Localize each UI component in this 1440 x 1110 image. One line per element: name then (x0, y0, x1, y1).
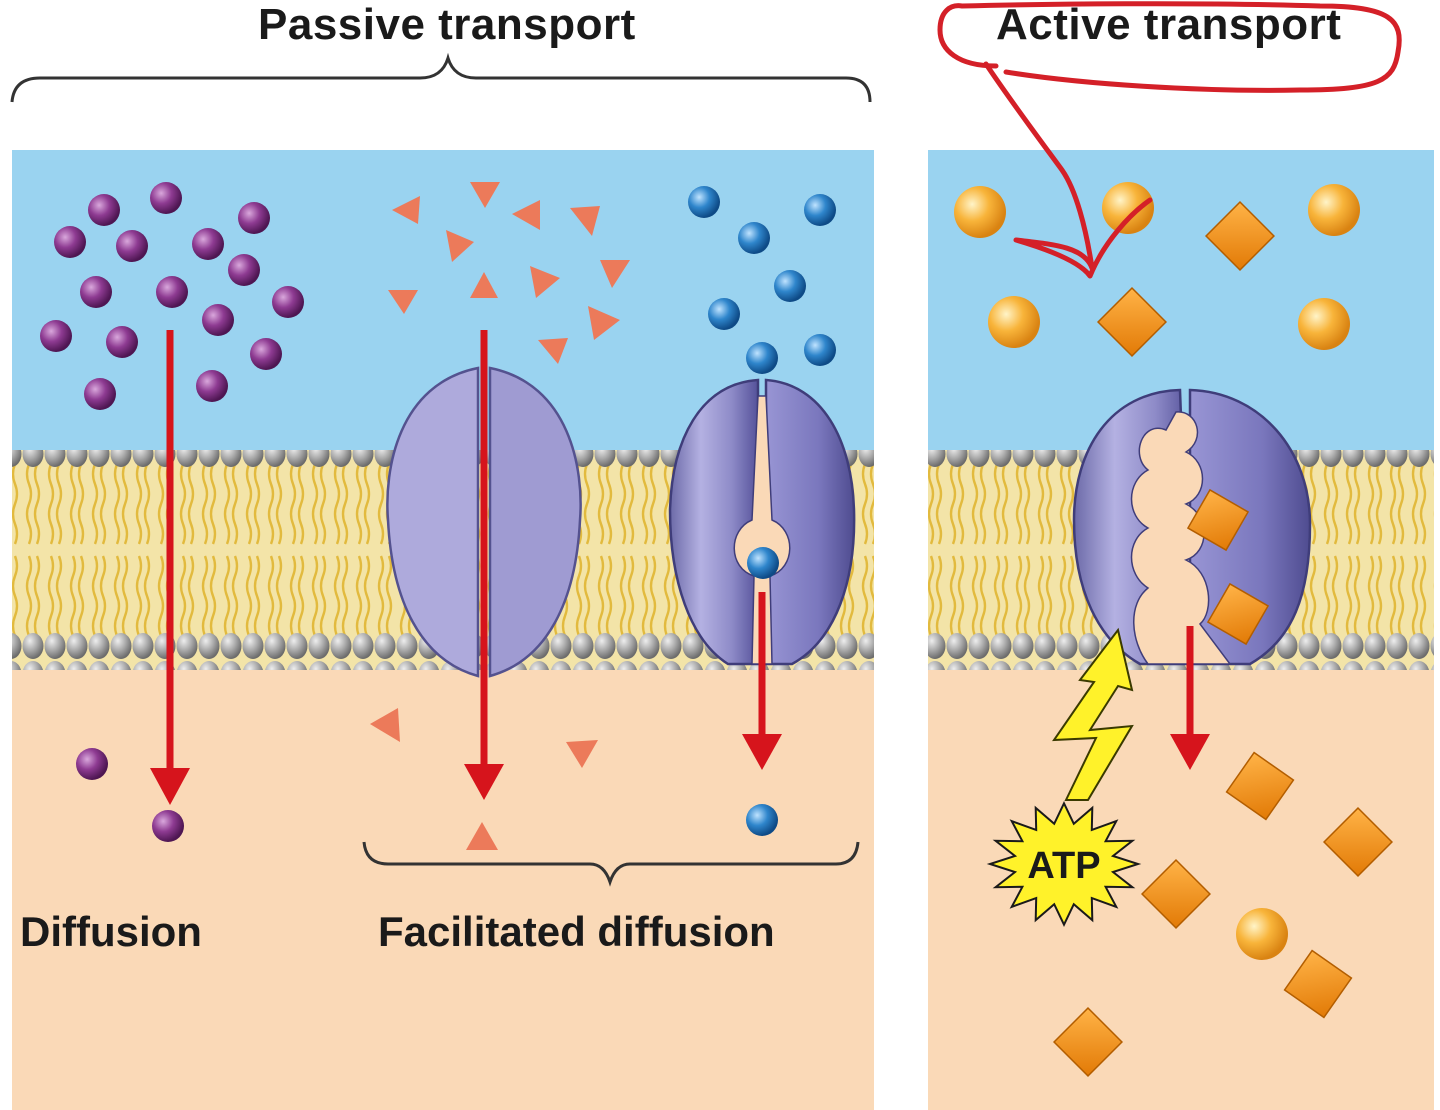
diamond-molecule (1206, 582, 1270, 646)
orange-molecule (1236, 908, 1288, 960)
orange-molecule (954, 186, 1006, 238)
blue-molecule (747, 547, 779, 579)
triangle-molecule (530, 266, 560, 298)
diamond-molecule (1052, 1006, 1124, 1078)
triangle-molecule (470, 272, 498, 298)
diamond-molecule (1225, 751, 1295, 821)
cytoplasm-region (12, 660, 874, 1110)
blue-molecule (746, 342, 778, 374)
purple-molecule (196, 370, 228, 402)
purple-molecule (150, 182, 182, 214)
purple-molecule (272, 286, 304, 318)
triangle-molecules (370, 182, 630, 850)
purple-molecules (40, 182, 304, 842)
diamond-molecules (1052, 200, 1394, 1078)
purple-molecule (238, 202, 270, 234)
diamond-molecule (1140, 858, 1212, 930)
diffusion-label: Diffusion (20, 908, 202, 955)
orange-molecule (1298, 298, 1350, 350)
diamond-molecule (1283, 949, 1353, 1019)
atp-burst: ATP (986, 800, 1142, 928)
blue-molecules (688, 186, 836, 836)
triangle-molecule (388, 290, 418, 314)
purple-molecule (202, 304, 234, 336)
triangle-molecule (570, 206, 600, 236)
diamond-molecule (1204, 200, 1276, 272)
purple-molecule (152, 810, 184, 842)
passive-brace (10, 52, 872, 103)
triangle-molecule (392, 196, 420, 224)
purple-molecule (228, 254, 260, 286)
purple-molecule (192, 228, 224, 260)
purple-molecule (116, 230, 148, 262)
triangle-molecule (466, 822, 498, 850)
facilitated-diffusion-label: Facilitated diffusion (378, 908, 775, 955)
orange-molecule (1102, 182, 1154, 234)
pump-protein (1072, 388, 1312, 666)
purple-molecule (156, 276, 188, 308)
purple-molecule (250, 338, 282, 370)
blue-molecule (738, 222, 770, 254)
atp-label: ATP (1027, 845, 1100, 887)
channel-arrow (464, 330, 504, 800)
diamond-molecule (1186, 488, 1250, 552)
blue-molecule (804, 334, 836, 366)
hand-drawn-annotation (937, 1, 1402, 279)
pump-arrow (1170, 626, 1210, 770)
triangle-molecule (566, 740, 598, 768)
purple-molecule (106, 326, 138, 358)
triangle-molecule (370, 708, 400, 742)
diamond-molecule (1096, 286, 1168, 358)
energy-bolt-icon (1052, 627, 1134, 801)
triangle-molecule (600, 260, 630, 288)
orange-molecule (988, 296, 1040, 348)
triangle-molecule (538, 338, 568, 364)
annotation-loop (937, 1, 1402, 93)
orange-molecule (1308, 184, 1360, 236)
blue-molecule (774, 270, 806, 302)
triangle-molecule (446, 230, 474, 262)
purple-molecule (84, 378, 116, 410)
blue-molecule (688, 186, 720, 218)
triangle-molecule (512, 200, 540, 230)
purple-molecule (88, 194, 120, 226)
channel-protein (386, 366, 582, 678)
blue-molecule (746, 804, 778, 836)
purple-molecule (40, 320, 72, 352)
purple-molecule (54, 226, 86, 258)
triangle-molecule (470, 182, 500, 208)
facilitated-brace (362, 841, 860, 887)
triangle-molecule (588, 306, 620, 340)
purple-molecule (80, 276, 112, 308)
diffusion-arrow (150, 330, 190, 805)
orange-molecules (954, 182, 1360, 960)
blue-molecule (804, 194, 836, 226)
carrier-protein (668, 378, 856, 666)
purple-molecule (76, 748, 108, 780)
annotation-pointer (983, 61, 1153, 279)
active-transport-heading: Active transport (996, 0, 1342, 49)
passive-transport-heading: Passive transport (258, 0, 636, 49)
carrier-arrow (742, 592, 782, 770)
atp-star-icon (986, 800, 1142, 928)
diamond-molecule (1322, 806, 1394, 878)
blue-molecule (708, 298, 740, 330)
